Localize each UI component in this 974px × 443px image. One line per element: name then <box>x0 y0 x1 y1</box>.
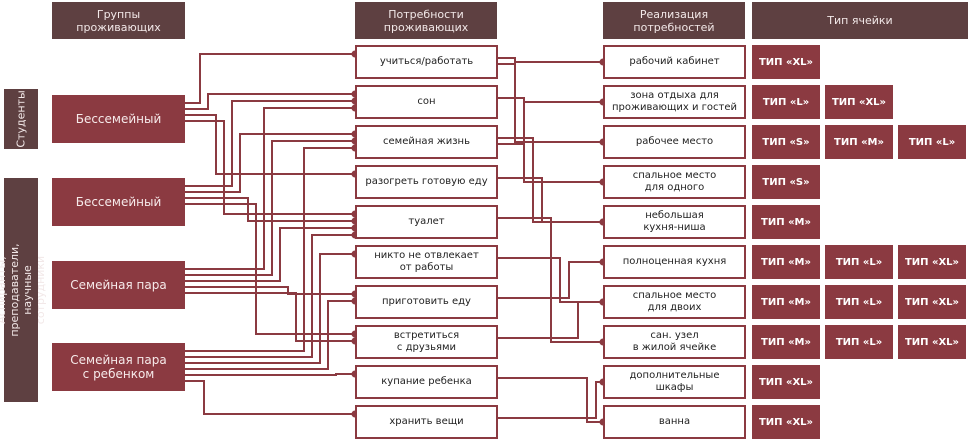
realization-box: рабочий кабинет <box>603 45 746 79</box>
realization-box: полноценная кухня <box>603 245 746 279</box>
group-need-link <box>185 140 355 276</box>
cell-type-badge: ТИП «L» <box>825 245 893 279</box>
group-need-link <box>185 133 355 193</box>
group-need-link <box>185 286 355 295</box>
cell-type-badge: ТИП «M» <box>752 285 820 319</box>
need-realization-link <box>498 217 603 343</box>
need-box: купание ребенка <box>355 365 498 399</box>
realization-box: зона отдыха для проживающих и гостей <box>603 85 746 119</box>
header-groups: Группы проживающих <box>52 2 185 39</box>
need-box: встретиться с друзьями <box>355 325 498 359</box>
need-realization-link <box>498 57 603 143</box>
category-label: Студенты <box>14 90 28 148</box>
need-realization-link <box>498 261 603 299</box>
need-box: туалет <box>355 205 498 239</box>
group-need-link <box>185 100 355 187</box>
cell-type-badge: ТИП «M» <box>752 245 820 279</box>
group-box: Бессемейный <box>52 95 185 143</box>
cell-type-badge: ТИП «M» <box>825 125 893 159</box>
need-box: никто не отвлекает от работы <box>355 245 498 279</box>
group-need-link <box>185 292 355 342</box>
cell-type-badge: ТИП «XL» <box>898 285 966 319</box>
group-need-link <box>185 197 355 222</box>
group-box: Семейная пара с ребенком <box>52 343 185 391</box>
realization-box: ванна <box>603 405 746 439</box>
need-box: приготовить еду <box>355 285 498 319</box>
cell-type-badge: ТИП «XL» <box>898 325 966 359</box>
group-need-link <box>185 107 355 270</box>
cell-type-badge: ТИП «XL» <box>898 245 966 279</box>
header-cell-type: Тип ячейки <box>752 2 968 39</box>
realization-box: сан. узел в жилой ячейке <box>603 325 746 359</box>
header-needs: Потребности проживающих <box>355 2 497 39</box>
need-realization-link <box>498 377 603 423</box>
cell-type-badge: ТИП «XL» <box>752 45 820 79</box>
group-need-link <box>185 53 355 104</box>
need-box: хранить вещи <box>355 405 498 439</box>
cell-type-badge: ТИП «L» <box>752 85 820 119</box>
group-need-link <box>185 147 355 352</box>
group-need-link <box>185 114 355 175</box>
group-need-link <box>185 93 355 110</box>
cell-type-badge: ТИП «XL» <box>752 365 820 399</box>
realization-box: дополнительные шкафы <box>603 365 746 399</box>
need-box: разогреть готовую еду <box>355 165 498 199</box>
group-need-link <box>185 227 355 282</box>
group-need-link <box>185 380 355 415</box>
group-box: Бессемейный <box>52 178 185 226</box>
realization-box: небольшая кухня-ниша <box>603 205 746 239</box>
group-need-link <box>185 300 355 370</box>
need-box: учиться/работать <box>355 45 498 79</box>
header-realization: Реализация потребностей <box>603 2 745 39</box>
group-need-link <box>185 234 355 358</box>
cell-type-badge: ТИП «M» <box>752 325 820 359</box>
category-students: Студенты <box>4 89 38 149</box>
realization-box: спальное место для одного <box>603 165 746 199</box>
group-box: Семейная пара <box>52 261 185 309</box>
cell-type-badge: ТИП «L» <box>825 325 893 359</box>
need-realization-link <box>498 101 603 145</box>
need-box: сон <box>355 85 498 119</box>
cell-type-badge: ТИП «S» <box>752 125 820 159</box>
cell-type-badge: ТИП «L» <box>825 285 893 319</box>
need-realization-link <box>498 301 603 339</box>
need-realization-link <box>498 97 603 183</box>
cell-type-badge: ТИП «M» <box>752 205 820 239</box>
need-realization-link <box>498 61 603 65</box>
need-box: семейная жизнь <box>355 125 498 159</box>
category-postgrads-staff: Аспиранты, преподаватели, научные сотруд… <box>0 178 47 402</box>
cell-type-badge: ТИП «S» <box>752 165 820 199</box>
group-need-link <box>185 373 355 376</box>
need-realization-link <box>498 137 603 223</box>
group-need-link <box>185 253 355 364</box>
group-need-link <box>185 120 355 215</box>
cell-type-badge: ТИП «XL» <box>752 405 820 439</box>
realization-box: рабочее место <box>603 125 746 159</box>
cell-type-badge: ТИП «XL» <box>825 85 893 119</box>
need-realization-link <box>498 177 603 223</box>
category-label: Аспиранты, преподаватели, научные сотруд… <box>0 243 47 337</box>
cell-type-badge: ТИП «L» <box>898 125 966 159</box>
realization-box: спальное место для двоих <box>603 285 746 319</box>
